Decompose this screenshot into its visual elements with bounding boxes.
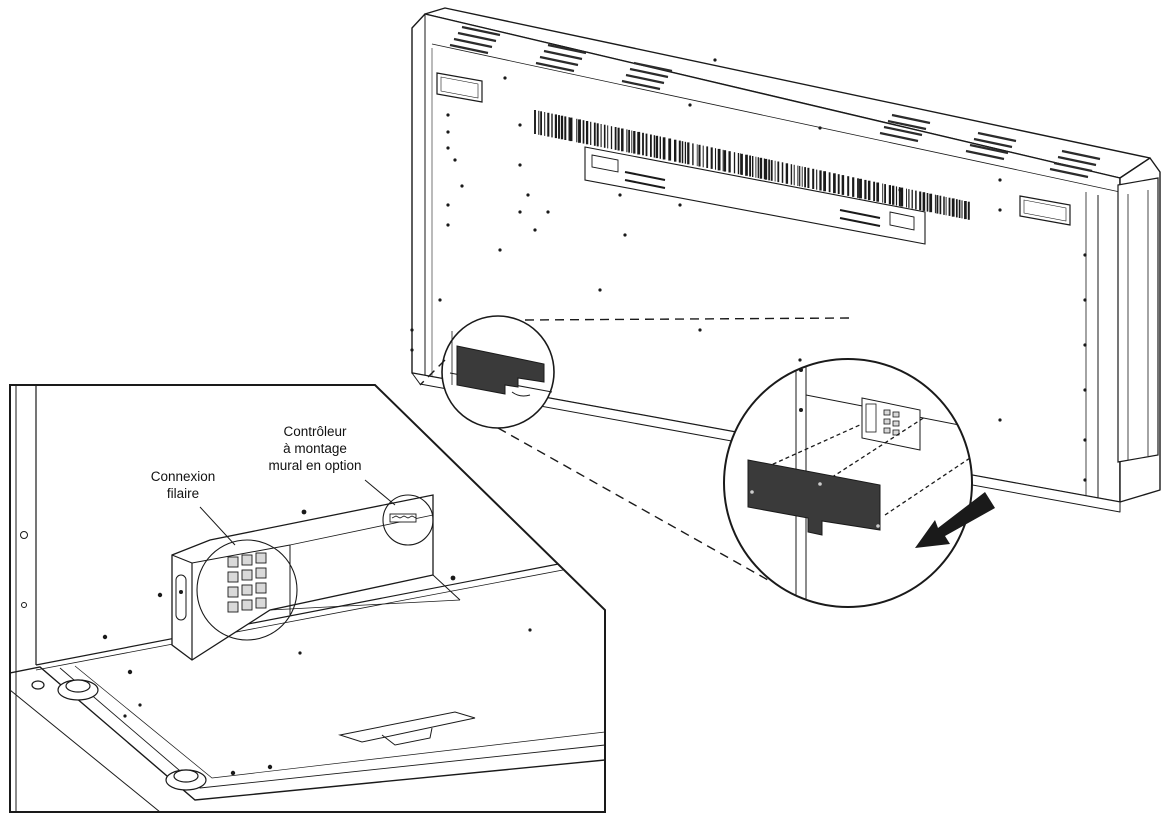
- label-wired-connection-line-2: filaire: [166, 486, 200, 501]
- label-wired-connection: Connexion filaire: [118, 468, 248, 502]
- mounting-bracket: [584, 146, 926, 245]
- label-wall-controller-line-1: Contrôleur: [283, 424, 347, 439]
- label-wall-controller: Contrôleur à montage mural en option: [240, 423, 390, 474]
- label-wall-controller-line-2: à montage: [283, 441, 347, 456]
- removal-arrow-icon: [915, 492, 995, 548]
- inset-detail-view: [9, 384, 606, 813]
- cover-plate-small: [456, 345, 545, 395]
- side-vent-column: [1117, 177, 1159, 463]
- detail-circle-large: [723, 358, 995, 608]
- label-wall-controller-line-3: mural en option: [268, 458, 362, 473]
- handle-cutouts: [436, 72, 1071, 226]
- label-wired-connection-line-1: Connexion: [150, 469, 216, 484]
- leader-lines: [419, 317, 851, 581]
- cover-plate-large: [747, 459, 881, 536]
- detail-circle-small: [441, 315, 555, 429]
- screw-holes: [410, 58, 1087, 482]
- top-vents: [449, 25, 1101, 179]
